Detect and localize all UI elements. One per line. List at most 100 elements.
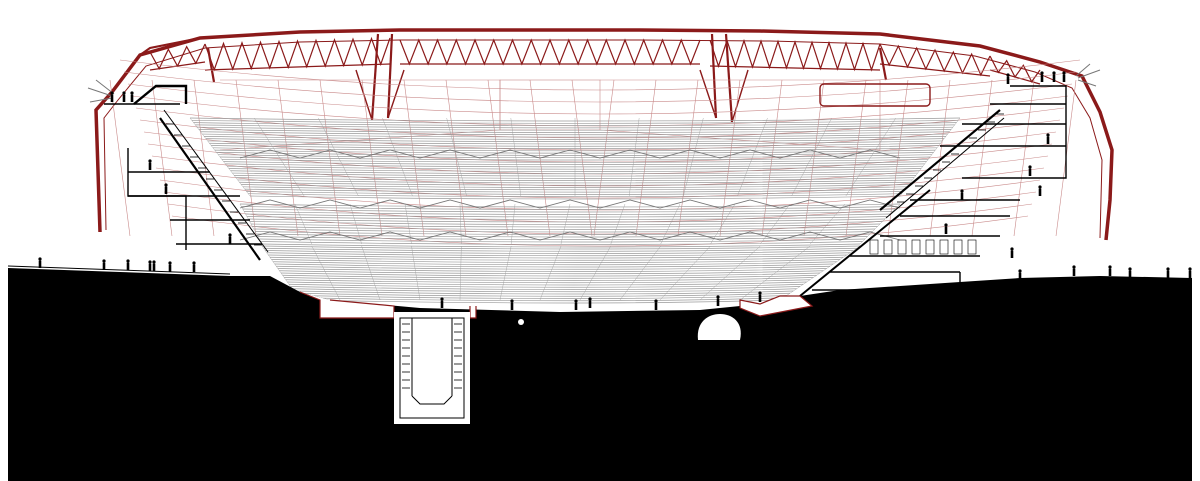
roof-truss-segment xyxy=(879,43,991,77)
person-figure-icon xyxy=(1166,270,1170,278)
seating-row-middle xyxy=(253,228,876,233)
person-figure-icon xyxy=(228,236,232,244)
right-stand-structure xyxy=(799,83,1067,297)
person-figure-icon xyxy=(510,299,514,303)
seating-row-upper xyxy=(242,186,908,191)
seating-aisle xyxy=(189,117,251,197)
seating-row-lower xyxy=(269,256,844,261)
footing xyxy=(299,291,395,319)
seating-row-middle xyxy=(242,208,896,213)
roof-brace xyxy=(355,69,749,123)
foundation-structure xyxy=(299,291,814,319)
window xyxy=(883,239,893,255)
seating-row-lower xyxy=(268,254,847,259)
seating-row-upper xyxy=(232,172,918,177)
bowl-rib xyxy=(445,79,467,237)
drain-opening xyxy=(518,319,524,325)
person-figure-icon xyxy=(168,261,172,265)
arch-tunnel xyxy=(697,314,741,340)
seating-row-upper xyxy=(198,129,952,133)
person-figure-icon xyxy=(152,263,156,271)
seating-row-lower xyxy=(282,274,817,279)
seating-row-lower xyxy=(285,279,811,284)
seating-row-middle xyxy=(252,226,878,230)
seating-row-middle xyxy=(249,221,883,225)
seating-aisle xyxy=(311,245,341,301)
seating-row-lower xyxy=(290,286,801,290)
seating-row-upper xyxy=(235,177,915,181)
bowl-rib xyxy=(193,79,215,237)
person-figure-icon xyxy=(126,259,130,263)
seating-row-upper xyxy=(228,168,922,172)
person-figure-icon xyxy=(1128,270,1132,278)
person-figure-icon xyxy=(1006,73,1010,77)
seating-aisle xyxy=(683,117,704,197)
person-figure-icon xyxy=(168,264,172,272)
seating-aisle xyxy=(737,117,768,197)
seating-aisle xyxy=(510,203,516,245)
pitch-opening xyxy=(499,79,601,131)
person-figure-icon xyxy=(574,299,578,303)
person-figure-icon xyxy=(1166,267,1170,271)
seating-row-lower xyxy=(261,245,861,250)
bowl-rib xyxy=(319,79,341,237)
seating-row-lower xyxy=(280,272,821,277)
seating-row-middle xyxy=(248,218,886,223)
seating-aisle xyxy=(539,245,562,301)
roof-post xyxy=(206,47,216,83)
seating-row-lower xyxy=(265,250,854,254)
person-figure-icon xyxy=(944,226,948,234)
seating-aisle xyxy=(510,117,522,197)
bowl-rib xyxy=(109,79,131,237)
seating-row-lower xyxy=(279,270,824,275)
person-figure-icon xyxy=(38,260,42,268)
person-figure-icon xyxy=(1010,250,1014,258)
person-figure-icon xyxy=(38,257,42,261)
seating-row-upper xyxy=(241,184,909,188)
seating-aisle xyxy=(349,203,362,245)
seating-row-lower xyxy=(299,299,781,304)
window xyxy=(869,239,879,255)
seating-aisle xyxy=(739,245,811,301)
tier-fascia xyxy=(239,231,901,241)
roof-truss-segment xyxy=(709,38,881,72)
seating-row-upper xyxy=(216,152,934,156)
person-figure-icon xyxy=(440,297,444,301)
seating-row-middle xyxy=(245,213,891,218)
seating-aisle xyxy=(859,203,901,245)
person-figure-icon xyxy=(1018,269,1022,273)
window xyxy=(967,239,977,255)
seating-row-middle xyxy=(261,243,861,248)
bowl-rib xyxy=(487,79,509,237)
seating-row-upper xyxy=(218,154,932,159)
seating-row-upper xyxy=(197,126,953,131)
bowl-rib xyxy=(1013,79,1035,237)
person-figure-icon xyxy=(148,263,152,271)
seating-aisle xyxy=(699,245,761,301)
seating-row-upper xyxy=(212,147,938,152)
seating-aisle xyxy=(619,245,661,301)
roof-truss-chord xyxy=(149,61,206,71)
roof-post xyxy=(370,33,380,121)
seating-row-upper xyxy=(221,158,929,163)
seating-row-upper xyxy=(209,142,941,147)
bowl-rib xyxy=(971,79,993,237)
seating-row-lower xyxy=(273,261,837,266)
bowl-line xyxy=(599,79,881,151)
seating-row-upper xyxy=(239,181,911,186)
person-figure-icon xyxy=(1038,188,1042,196)
seating-aisle xyxy=(499,245,512,301)
person-figure-icon xyxy=(960,189,964,193)
seating-row-lower xyxy=(276,265,831,270)
person-figure-icon xyxy=(126,262,130,270)
seating-row-lower xyxy=(263,247,857,252)
bowl-rib xyxy=(929,79,951,237)
person-figure-icon xyxy=(654,302,658,310)
seating-row-middle xyxy=(256,233,871,238)
person-figure-icon xyxy=(1072,265,1076,269)
tier-fascia xyxy=(239,149,901,159)
person-figure-icon xyxy=(716,295,720,299)
person-figure-icon xyxy=(574,302,578,310)
